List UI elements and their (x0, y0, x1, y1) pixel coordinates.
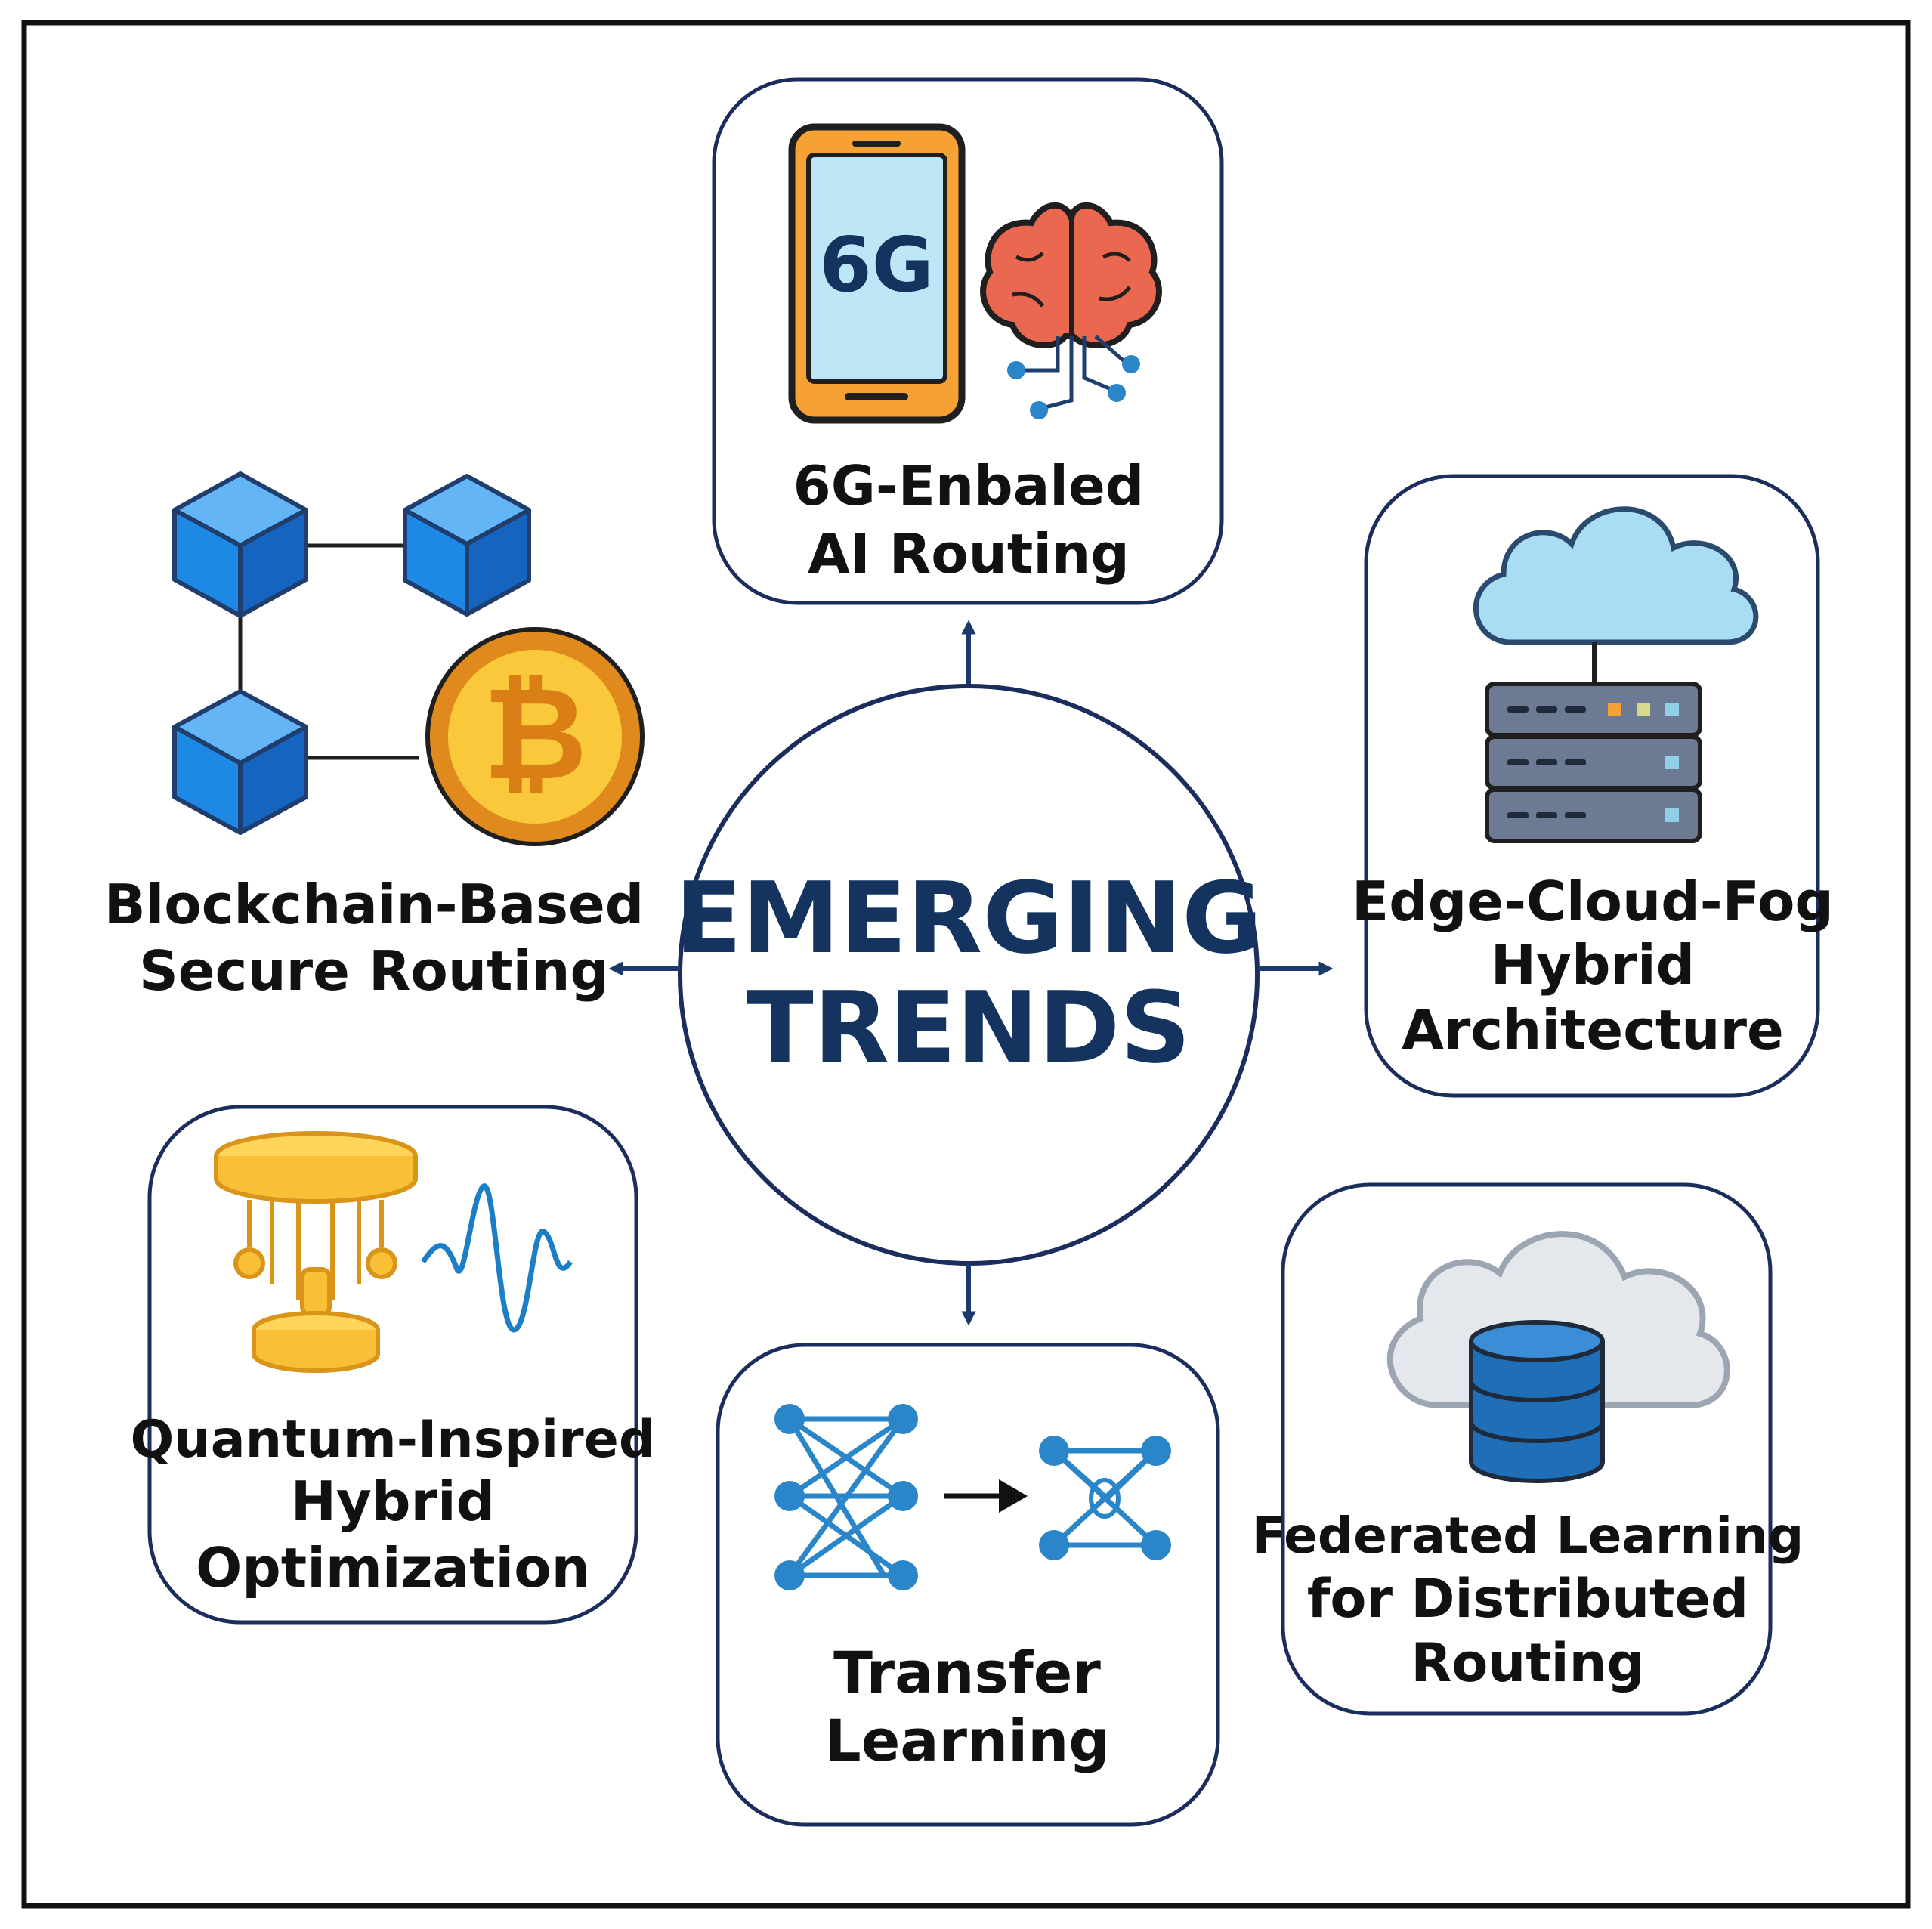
trend-label-line2: Hybrid (1491, 933, 1695, 997)
trend-label-line1: Blockchain-Based (104, 873, 645, 936)
trend-label-line1: Edge-Cloud-Fog (1352, 870, 1834, 933)
trend-label-line2: Hybrid (291, 1470, 495, 1533)
trend-transfer-learning: Transfer Learning (716, 1343, 1220, 1827)
trend-label-line2: for Distributed (1307, 1568, 1748, 1630)
phone-6g-text: 6G (819, 221, 934, 309)
trend-label-line3: Routing (1411, 1632, 1644, 1694)
trend-label-line2: AI Routing (808, 522, 1130, 586)
center-node: EMERGING TRENDS (675, 684, 1263, 1266)
trend-label-line2: Secure Routing (139, 939, 609, 1003)
trend-label-line1: Federated Learning (1252, 1507, 1804, 1565)
center-title-line2: TRENDS (747, 970, 1191, 1085)
trend-6g-ai-routing: 6G 6G-Enbaled AI Routing (712, 77, 1224, 605)
connector-arrows (608, 620, 1334, 1326)
center-title-line1: EMERGING (675, 861, 1263, 975)
trend-label-line3: Optimization (196, 1536, 590, 1600)
trend-blockchain: ₿ Blockchain-Based Secure Routing (104, 471, 645, 1003)
cloud-server-icon (1473, 506, 1759, 843)
blockchain-bitcoin-icon: ₿ (172, 471, 645, 846)
wave-line (421, 1183, 573, 1333)
quantum-wave-icon (214, 1131, 418, 1373)
trend-label-line2: Learning (824, 1707, 1109, 1774)
trend-edge-cloud-fog: Edge-Cloud-Fog Hybrid Architecture (1352, 474, 1834, 1098)
trend-box (716, 1343, 1220, 1827)
trend-quantum: Quantum-Inspired Hybrid Optimization (130, 1105, 656, 1625)
trend-label-line1: Transfer (833, 1639, 1101, 1706)
trend-label-line3: Architecture (1402, 998, 1784, 1062)
bitcoin-symbol: ₿ (483, 660, 588, 809)
trend-label-line1: Quantum-Inspired (130, 1410, 655, 1470)
trend-label-line1: 6G-Enbaled (793, 454, 1145, 518)
trend-federated-learning: Federated Learning for Distributed Routi… (1252, 1182, 1804, 1716)
6g-phone-brain-icon: 6G (788, 123, 1162, 424)
neural-network-transfer-icon (774, 1404, 1171, 1590)
cloud-database-icon (1387, 1231, 1730, 1483)
